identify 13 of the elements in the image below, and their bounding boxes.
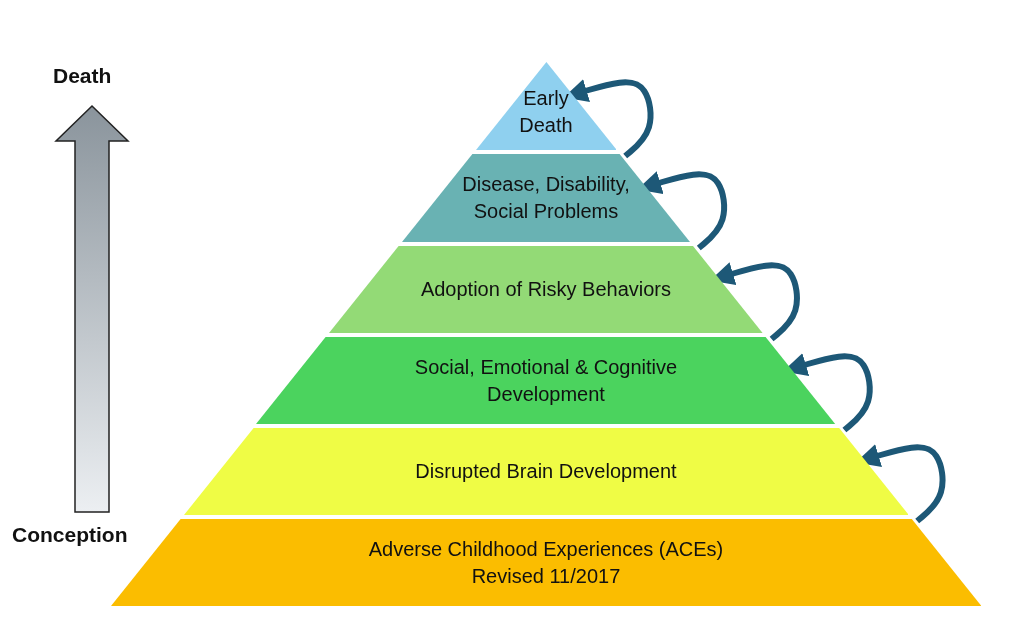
level-label: Adverse Childhood Experiences (ACEs) Revised 11/2017: [367, 536, 725, 589]
level-label: Disease, Disability, Social Problems: [462, 172, 630, 224]
level-label: Social, Emotional & Cognitive Development: [413, 354, 679, 407]
pyramid-level: [329, 246, 763, 333]
level-label: Early Death: [518, 86, 574, 138]
axis-label: Conception: [12, 523, 128, 547]
axis-label: Death: [53, 64, 112, 88]
pyramid-level: [402, 154, 690, 242]
pyramid-level: [475, 62, 617, 150]
level-label: Adoption of Risky Behaviors: [419, 277, 673, 302]
level-label: Disrupted Brain Development: [414, 459, 678, 484]
pyramid-level: [256, 337, 836, 424]
pyramid-level: [183, 428, 909, 515]
